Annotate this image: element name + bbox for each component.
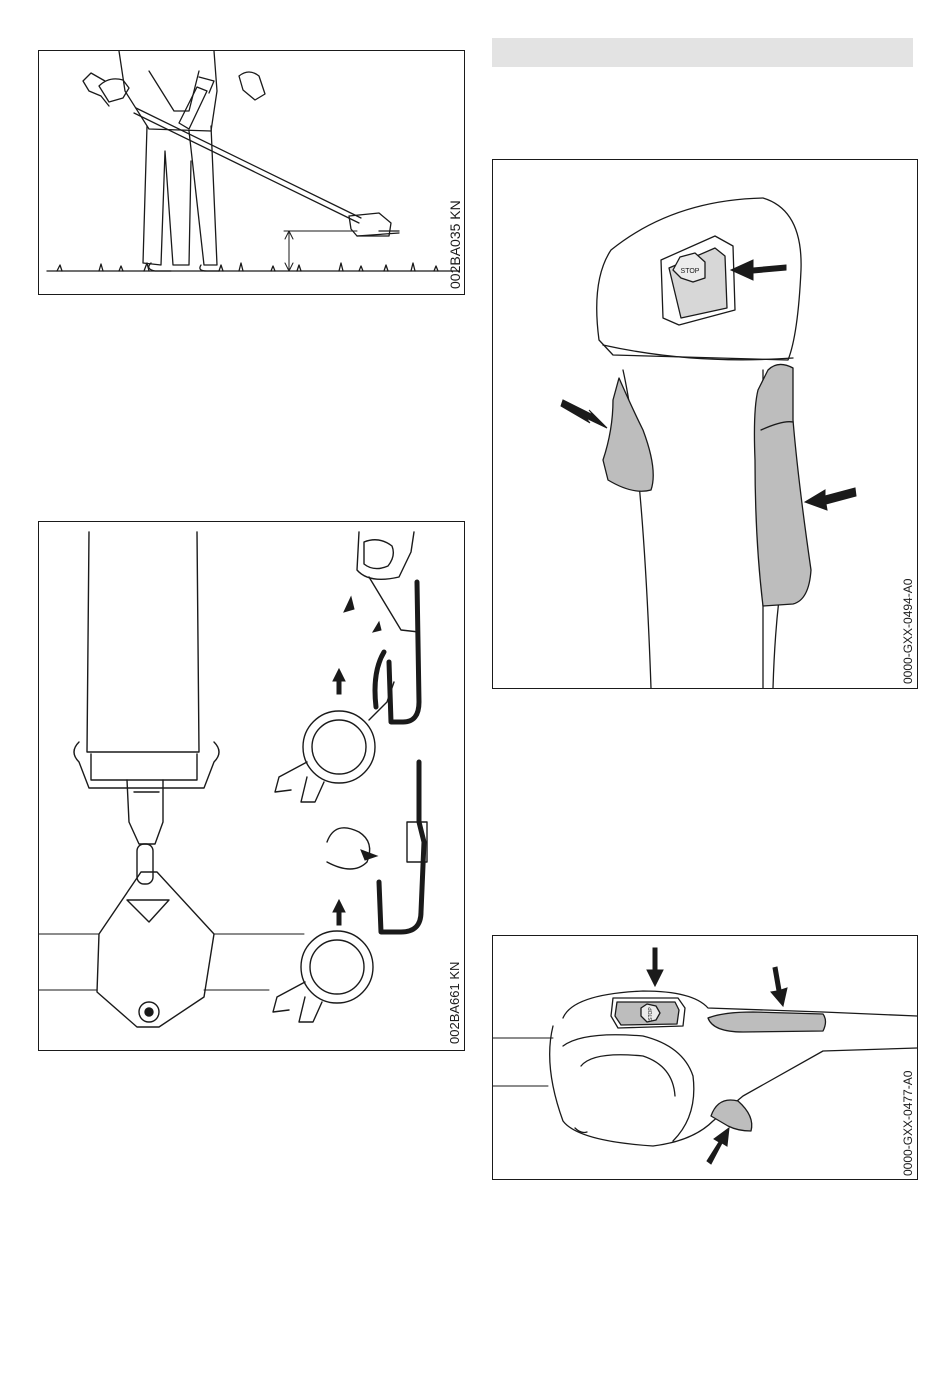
stop-button-label: STOP	[681, 268, 700, 275]
control-handle-side-illustration: STOP	[493, 936, 917, 1179]
harness-carabiner-illustration	[39, 522, 464, 1050]
control-handle-illustration: STOP	[493, 160, 917, 688]
figure-control-handle-side: STOP 0000-GXX-0477-A0	[492, 935, 918, 1180]
figure-code-label: 002BA035 KN	[447, 200, 463, 289]
operator-trimmer-illustration	[39, 51, 464, 294]
figure-code-label: 0000-GXX-0477-A0	[901, 1071, 915, 1176]
figure-operator-trimmer: 002BA035 KN	[38, 50, 465, 295]
stop-button-label: STOP	[648, 1007, 654, 1021]
figure-code-label: 0000-GXX-0494-A0	[901, 579, 915, 684]
figure-code-label: 002BA661 KN	[447, 962, 462, 1044]
figure-harness-carabiner: 002BA661 KN	[38, 521, 465, 1051]
figure-control-handle-front: STOP 0000-GXX-0494-A0	[492, 159, 918, 689]
section-header-bar	[492, 38, 913, 67]
